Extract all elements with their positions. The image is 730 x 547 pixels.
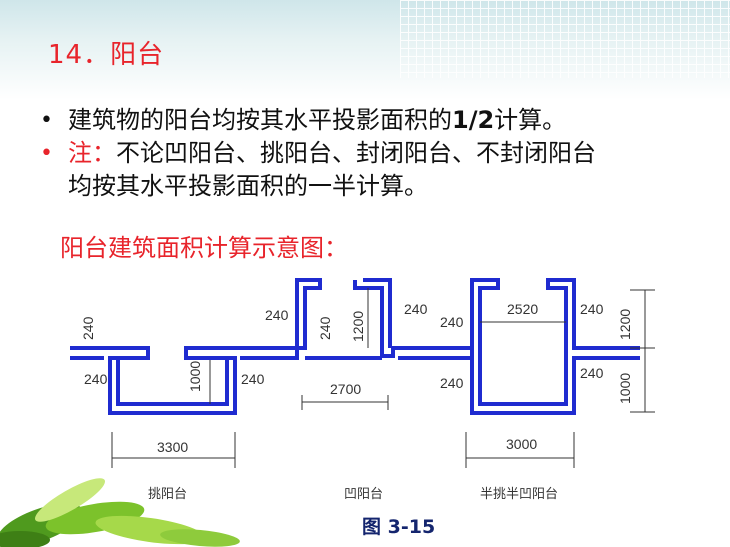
dim-240-semi-low-right: 240	[580, 365, 604, 381]
diagram-heading: 阳台建筑面积计算示意图：	[60, 234, 348, 262]
bullet-rule: • 建筑物的阳台均按其水平投影面积的1/2计算。	[38, 104, 708, 137]
dim-240-ao-mid: 240	[317, 316, 333, 340]
wall-ao-left	[240, 278, 322, 360]
wall-semi-inner	[398, 348, 640, 415]
bullet-list: • 建筑物的阳台均按其水平投影面积的1/2计算。 • 注：不论凹阳台、挑阳台、封…	[38, 104, 708, 203]
dim-240-wall-left: 240	[80, 316, 96, 340]
dim-240-semi-top-right: 240	[580, 301, 604, 317]
note-line-1: 不论凹阳台、挑阳台、封闭阳台、不封闭阳台	[116, 139, 596, 167]
dim-240-tiao-right: 240	[241, 371, 265, 387]
dim-1200-ao: 1200	[350, 311, 366, 342]
dim-1000-semi: 1000	[617, 373, 633, 404]
wall-ao-right-inner	[363, 278, 392, 348]
dim-3300: 3300	[157, 439, 188, 455]
dim-240-ao-top: 240	[265, 307, 289, 323]
figure-label: 图 3-15	[362, 516, 436, 538]
dim-240-ao-right: 240	[404, 301, 428, 317]
wall-semi-outer	[465, 278, 640, 406]
slide-title: 14．阳台	[48, 40, 165, 70]
dim-1000-tiao: 1000	[187, 361, 203, 392]
dim-240-semi-low: 240	[440, 375, 464, 391]
note-line-2: 均按其水平投影面积的一半计算。	[68, 172, 428, 200]
dim-1200-semi: 1200	[617, 309, 633, 340]
bullet-dot-icon: •	[40, 108, 53, 133]
bullet-note: • 注：不论凹阳台、挑阳台、封闭阳台、不封闭阳台 均按其水平投影面积的一半计算。	[38, 137, 708, 203]
bullet-rule-tail: 计算。	[494, 106, 567, 134]
header-grid-decoration	[400, 0, 730, 78]
dim-2700: 2700	[330, 381, 361, 397]
dim-2520: 2520	[507, 301, 538, 317]
bullet-rule-fraction: 1/2	[452, 106, 495, 134]
caption-tiao: 挑阳台	[148, 487, 187, 502]
caption-ao: 凹阳台	[344, 487, 383, 502]
leaves-decoration-icon	[0, 478, 240, 547]
dim-240-left-low: 240	[84, 371, 108, 387]
wall-left-outer	[70, 346, 290, 415]
wall-left-inner	[70, 356, 229, 406]
dim-240-semi-top: 240	[440, 314, 464, 330]
note-label: 注：	[68, 139, 116, 167]
dim-3000: 3000	[506, 436, 537, 452]
bullet-rule-text: 建筑物的阳台均按其水平投影面积的	[68, 106, 452, 134]
bullet-dot-red-icon: •	[40, 141, 53, 166]
caption-semi: 半挑半凹阳台	[480, 487, 558, 502]
